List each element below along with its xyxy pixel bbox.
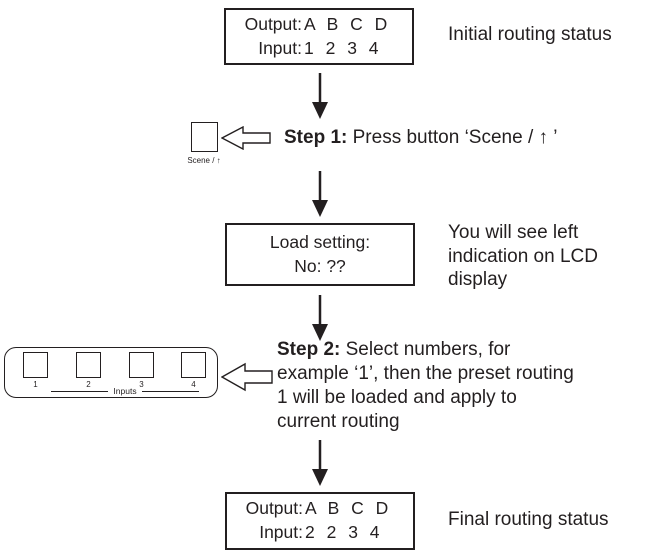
final-routing-lcd: Output: A B C D Input: 2 2 3 4 (225, 492, 415, 550)
initial-routing-caption: Initial routing status (448, 24, 612, 45)
step2-label: Step 2: (277, 339, 341, 360)
scene-button (191, 122, 218, 152)
load-setting-line1: Load setting: (269, 231, 371, 252)
bracket-line (141, 390, 199, 392)
input-key-square (23, 352, 48, 378)
input-button-number: 1 (33, 380, 38, 389)
flow-arrow-down-icon (312, 171, 328, 217)
input-label: Input: (259, 522, 303, 542)
input-button-2: 2 (76, 352, 101, 389)
step2-instruction: Step 2: Select numbers, for example ‘1’,… (277, 338, 661, 434)
input-button-number: 3 (139, 380, 144, 389)
input-values: 1 2 3 4 (304, 37, 379, 58)
lcd-indication-caption: You will see left indication on LCD disp… (448, 222, 598, 290)
input-key-square (76, 352, 101, 378)
step2-text: Select numbers, for example ‘1’, then th… (277, 339, 574, 432)
inputs-panel-label: Inputs (113, 386, 137, 396)
input-button-1: 1 (23, 352, 48, 389)
input-label: Input: (258, 37, 302, 58)
lcd-row: Output: A B C D (227, 497, 413, 521)
flow-arrow-down-icon (312, 440, 328, 486)
output-label: Output: (244, 13, 302, 34)
output-label: Output: (245, 498, 303, 519)
flow-arrow-down-icon (312, 295, 328, 341)
load-setting-line2: No: ?? (294, 255, 346, 276)
initial-routing-lcd: Output: A B C D Input: 1 2 3 4 (224, 8, 414, 65)
scene-button-label: Scene / ↑ (187, 156, 221, 165)
input-button-4: 4 (181, 352, 206, 389)
inputs-panel: 1 2 3 4 Inputs (4, 347, 218, 398)
flow-arrow-down-icon (312, 73, 328, 119)
input-values: 2 2 3 4 (305, 522, 380, 542)
input-button-number: 2 (86, 380, 91, 389)
output-values: A B C D (304, 13, 388, 34)
step1-text: Press button ‘Scene / ↑ ’ (347, 127, 558, 148)
lcd-row: Output: A B C D (226, 13, 412, 37)
bracket-line (51, 390, 109, 392)
load-setting-lcd: Load setting: No: ?? (225, 223, 415, 286)
input-button-3: 3 (129, 352, 154, 389)
lcd-row: Input: 1 2 3 4 (226, 37, 412, 61)
callout-arrow-left-icon (221, 126, 271, 150)
input-key-square (129, 352, 154, 378)
output-values: A B C D (305, 498, 389, 519)
final-routing-caption: Final routing status (448, 509, 609, 530)
step1-label: Step 1: (284, 127, 348, 148)
callout-arrow-left-icon (221, 362, 273, 392)
input-button-number: 4 (191, 380, 196, 389)
lcd-row: Input: 2 2 3 4 (227, 521, 413, 545)
input-key-square (181, 352, 206, 378)
step1-instruction: Step 1: Press button ‘Scene / ↑ ’ (284, 126, 644, 150)
inputs-bracket: Inputs (51, 386, 199, 396)
